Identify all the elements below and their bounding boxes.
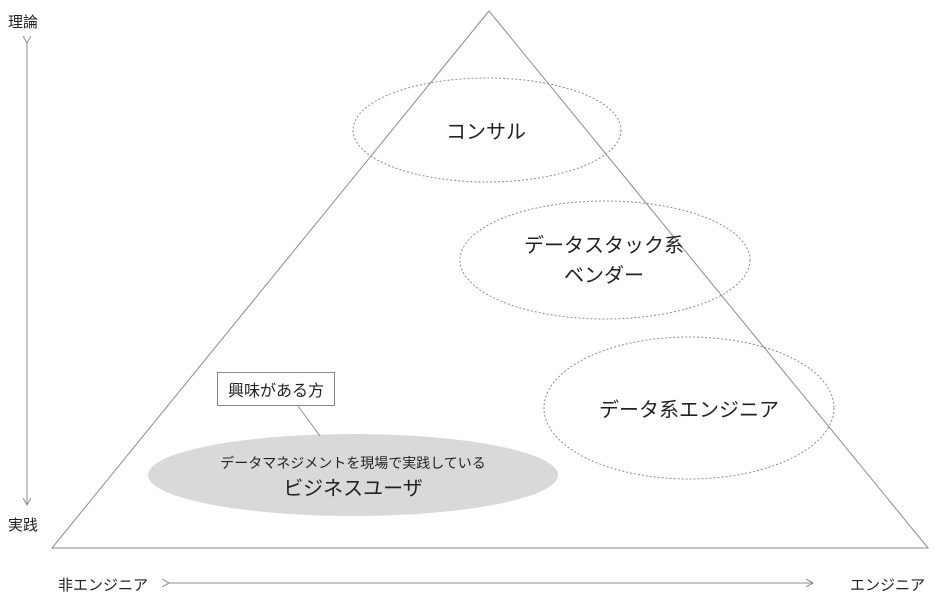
interested-callout-text: 興味がある方 xyxy=(227,381,324,400)
vendor-label-line1: データスタック系 xyxy=(524,233,684,257)
axis-top-label: 理論 xyxy=(8,13,39,31)
business-user-mainlabel: ビジネスユーザ xyxy=(283,476,423,500)
axis-left-label: 非エンジニア xyxy=(58,576,149,594)
vendor-label-line2: ベンダー xyxy=(564,263,644,287)
business-user-ellipse xyxy=(148,434,558,516)
consul-label: コンサル xyxy=(446,119,526,144)
consul-ellipse xyxy=(352,77,622,183)
axis-right-label: エンジニア xyxy=(850,576,926,594)
business-user-label: データマネジメントを現場で実践している ビジネスユーザ xyxy=(220,452,486,500)
pyramid-triangle xyxy=(50,10,930,549)
interested-callout-box: 興味がある方 xyxy=(217,372,335,406)
engineer-label: データ系エンジニア xyxy=(599,397,779,422)
business-user-sublabel: データマネジメントを現場で実践している xyxy=(220,456,486,472)
vendor-ellipse xyxy=(459,200,751,320)
vendor-label: データスタック系 ベンダー xyxy=(524,230,684,290)
callout-leader-line xyxy=(297,405,321,437)
axis-bottom-label: 実践 xyxy=(8,516,39,534)
engineer-ellipse xyxy=(543,336,835,480)
